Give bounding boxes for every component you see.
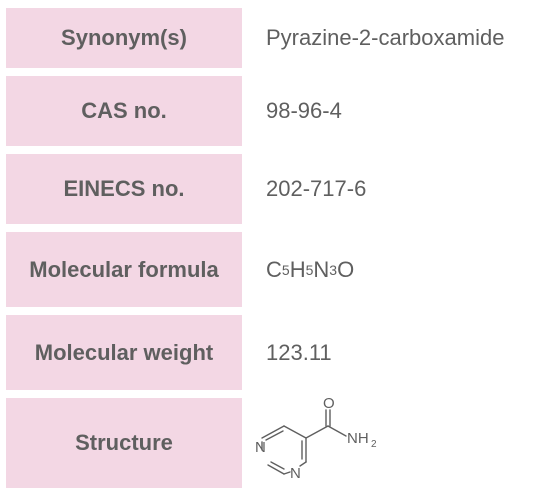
pyrazinamide-structure: O N N NH 2	[255, 398, 377, 482]
label-cas: CAS no.	[6, 76, 242, 146]
atom-nitrogen-1: N	[255, 439, 266, 456]
label-synonyms: Synonym(s)	[6, 8, 242, 68]
ring-double-bond	[270, 461, 285, 470]
ring-bond	[283, 425, 307, 439]
atom-amine-subscript: 2	[371, 439, 377, 450]
ring-bond	[267, 464, 285, 475]
ring-bond	[283, 471, 291, 475]
atom-amine: NH	[347, 430, 369, 447]
label-structure: Structure	[6, 398, 242, 488]
atom-nitrogen-2: N	[290, 465, 301, 482]
row-cas: CAS no. 98-96-4	[6, 76, 555, 146]
property-table: Synonym(s) Pyrazine-2-carboxamide CAS no…	[6, 8, 555, 496]
value-structure: O N N NH 2	[242, 398, 555, 488]
label-einecs: EINECS no.	[6, 154, 242, 224]
formula-element-h: H	[289, 256, 306, 282]
formula-element-c: C	[266, 256, 282, 282]
formula-element-o: O	[337, 256, 355, 282]
value-einecs: 202-717-6	[266, 176, 367, 201]
ring-bond	[299, 461, 307, 467]
row-structure: Structure	[6, 398, 555, 488]
value-synonyms: Pyrazine-2-carboxamide	[266, 25, 505, 50]
atom-oxygen: O	[323, 398, 335, 412]
row-synonyms: Synonym(s) Pyrazine-2-carboxamide	[6, 8, 555, 68]
formula-element-n: N	[313, 256, 330, 282]
value-cas: 98-96-4	[266, 98, 342, 123]
amine-bond	[327, 425, 347, 437]
ring-double-bond	[265, 430, 284, 441]
value-molecular-weight: 123.11	[266, 339, 332, 365]
label-molecular-formula: Molecular formula	[6, 232, 242, 307]
amide-bond	[305, 425, 329, 439]
row-molecular-weight: Molecular weight 123.11	[6, 315, 555, 390]
ring-bond	[261, 425, 285, 439]
label-molecular-weight: Molecular weight	[6, 315, 242, 390]
row-einecs: EINECS no. 202-717-6	[6, 154, 555, 224]
